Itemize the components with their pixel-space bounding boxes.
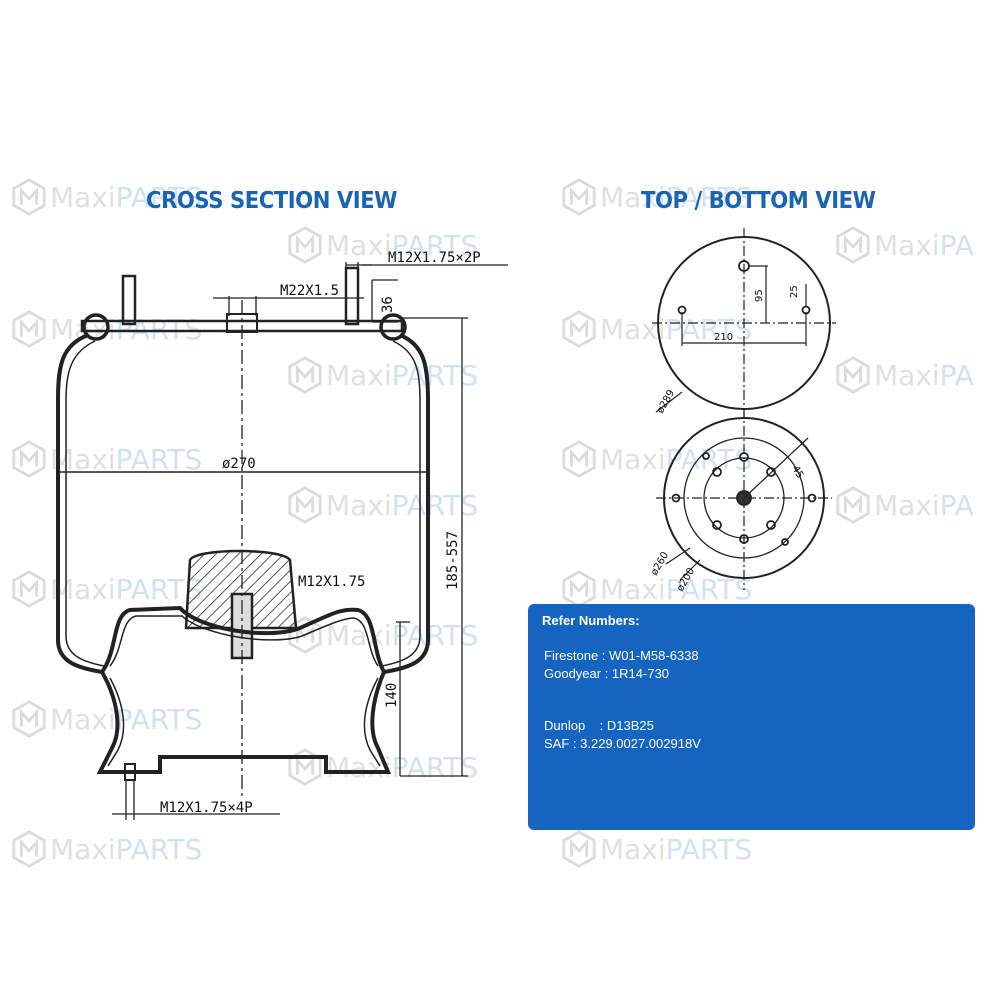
maxiparts-logo-icon [286, 356, 324, 394]
maxiparts-logo-icon [834, 486, 872, 524]
maxiparts-logo-icon [286, 486, 324, 524]
maxiparts-logo-icon [10, 830, 48, 868]
refer-line-saf: SAF : 3.229.0027.002918V [544, 736, 701, 751]
maxiparts-logo-icon [560, 830, 598, 868]
maxiparts-logo-icon [10, 700, 48, 738]
refer-numbers-panel: Refer Numbers: Firestone : W01-M58-6338 … [528, 604, 975, 830]
maxiparts-logo-icon [10, 178, 48, 216]
maxiparts-logo-icon [286, 226, 324, 264]
piston-height-label: 140 [384, 683, 400, 708]
top-dim-289-label: ø289 [655, 388, 677, 415]
refer-line-goodyear: Goodyear : 1R14-730 [544, 666, 670, 681]
piston-thread-label: M12X1.75 [298, 574, 365, 590]
maxiparts-logo-icon [10, 440, 48, 478]
top-dim-95-label: 95 [754, 289, 765, 302]
stud-height-label: 36 [380, 296, 396, 313]
top-dim-25-label: 25 [789, 285, 800, 298]
refer-heading: Refer Numbers: [542, 613, 640, 628]
maxiparts-logo-icon [560, 440, 598, 478]
maxiparts-logo-icon [560, 310, 598, 348]
bottom-dim-200-label: ø200 [675, 566, 697, 593]
center-thread-label: M22X1.5 [280, 283, 339, 299]
refer-line-firestone: Firestone : W01-M58-6338 [544, 648, 699, 663]
maxiparts-logo-icon [834, 356, 872, 394]
maxiparts-logo-icon [560, 178, 598, 216]
diameter-label: ø270 [222, 456, 256, 472]
bottom-dim-260-label: ø260 [649, 550, 671, 577]
maxiparts-logo-icon [10, 310, 48, 348]
bottom-studs-label: M12X1.75×4P [160, 800, 253, 816]
maxiparts-logo-icon [10, 570, 48, 608]
refer-line-dunlop: Dunlop : D13B25 [544, 718, 654, 733]
top-bottom-title: TOP / BOTTOM VIEW [641, 188, 876, 214]
top-dim-210-label: 210 [714, 332, 733, 343]
height-range-label: 185-557 [445, 531, 461, 590]
maxiparts-logo-icon [834, 226, 872, 264]
top-stud-label: M12X1.75×2P [388, 250, 481, 266]
bottom-dim-45-label: 45 [789, 464, 805, 481]
cross-section-title: CROSS SECTION VIEW [146, 188, 398, 214]
